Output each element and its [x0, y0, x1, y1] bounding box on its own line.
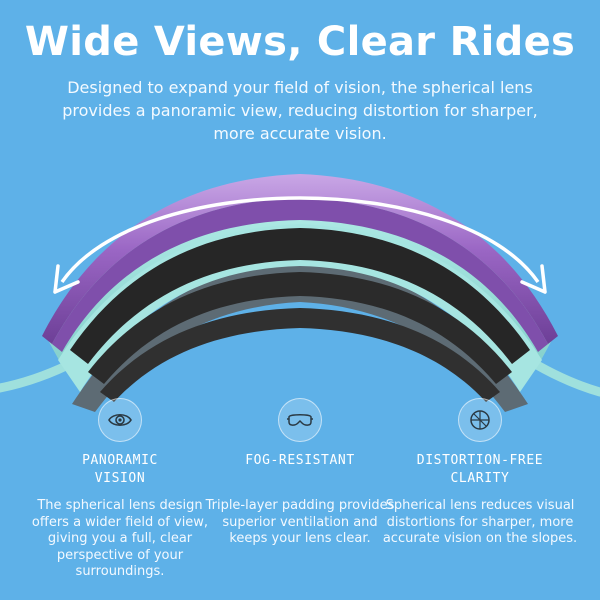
goggles-icon: [278, 398, 322, 442]
page-title: Wide Views, Clear Rides: [24, 19, 576, 65]
arrow-head-left: [53, 264, 80, 294]
eye-icon: [98, 398, 142, 442]
feature-fog-resistant: FOG-RESISTANT Triple-layer padding provi…: [202, 398, 398, 548]
foam-layer-bottom: [100, 308, 500, 402]
field-of-view-arrow: [60, 196, 540, 284]
feature-description: Spherical lens reduces visual distortion…: [382, 498, 578, 546]
arrow-head-right: [520, 264, 547, 294]
feature-description: The spherical lens design offers a wider…: [31, 498, 209, 579]
foam-layer-top: [70, 228, 530, 364]
goggle-illustration: [0, 174, 600, 412]
feature-description: Triple-layer padding provides superior v…: [205, 498, 395, 546]
foam-layer-mid: [88, 272, 512, 384]
lens-globe-icon: [458, 398, 502, 442]
feature-heading: FOG-RESISTANT: [245, 453, 355, 468]
page-subtitle: Designed to expand your field of vision,…: [62, 78, 538, 143]
